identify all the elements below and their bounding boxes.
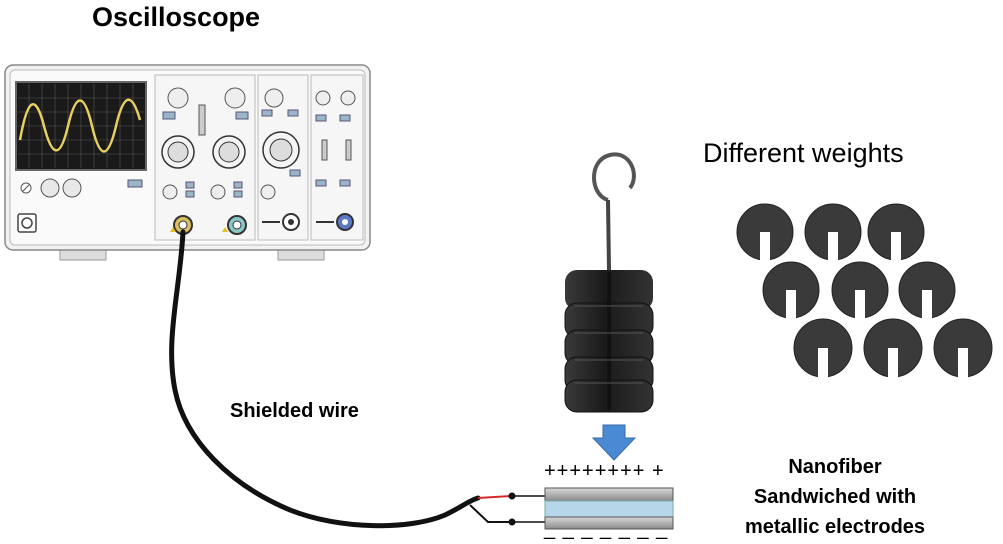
shielded-wire — [169, 229, 481, 529]
slotted-weight — [933, 318, 993, 379]
red-lead — [477, 495, 513, 499]
nanofiber-sandwich — [544, 487, 674, 530]
slotted-weight — [831, 261, 889, 320]
negative-charges-label: _ _ _ _ _ _ _ — [544, 518, 669, 540]
slotted-weight — [762, 261, 820, 320]
slotted-weight — [793, 318, 853, 379]
nanofiber-layer — [544, 500, 674, 518]
slotted-weights — [736, 203, 993, 379]
shielded-wire-label: Shielded wire — [230, 400, 359, 422]
nanofiber-label-line3: metallic electrodes — [744, 516, 926, 538]
slotted-weight — [898, 261, 956, 320]
positive-charges-label: ++++++++ + — [544, 460, 665, 482]
slotted-weight — [804, 203, 862, 262]
nanofiber-label-line2: Sandwiched with — [753, 486, 917, 508]
force-arrow — [591, 424, 637, 461]
slotted-weight — [863, 318, 923, 379]
power-button[interactable] — [17, 213, 37, 233]
oscilloscope — [4, 64, 371, 261]
top-electrode — [544, 487, 674, 502]
nanofiber-label-line1: Nanofiber — [788, 456, 882, 478]
slotted-weight — [867, 203, 925, 262]
different-weights-label: Different weights — [703, 138, 904, 168]
bottom-electrode — [544, 516, 674, 530]
oscilloscope-label: Oscilloscope — [92, 2, 261, 32]
slotted-weight — [736, 203, 794, 262]
hanging-weight — [564, 152, 654, 413]
nanofiber-label: Nanofiber Sandwiched with metallic elect… — [715, 452, 955, 542]
black-lead — [469, 504, 512, 523]
waveform-trace — [18, 98, 142, 153]
